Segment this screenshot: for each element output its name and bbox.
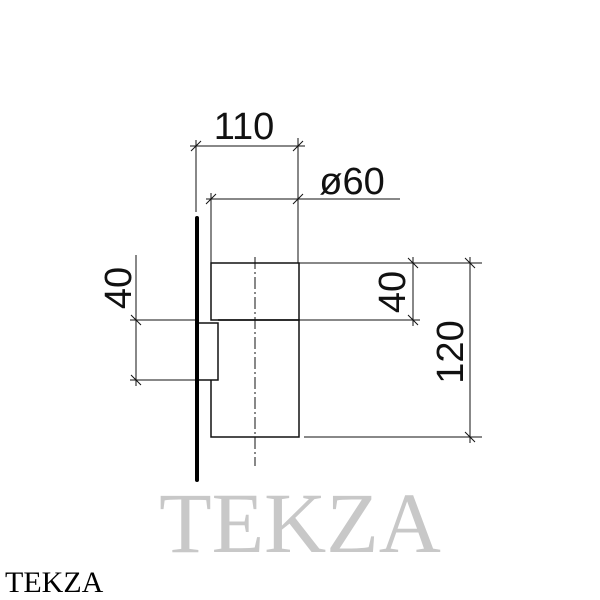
- tick: [292, 140, 304, 152]
- tick: [464, 257, 476, 269]
- brand-logo: TEKZA: [5, 566, 104, 599]
- mounting-flange: [196, 322, 219, 381]
- tick: [130, 314, 142, 326]
- dim-label-40-right: 40: [372, 271, 414, 313]
- tick: [190, 140, 202, 152]
- handle-cap: [210, 262, 300, 321]
- dim-label-120: 120: [430, 320, 472, 383]
- tick: [407, 257, 419, 269]
- tick: [292, 193, 304, 205]
- handle-body: [210, 319, 300, 438]
- tick: [130, 374, 142, 386]
- dim-label-40-left: 40: [98, 267, 140, 309]
- watermark: TEKZA: [159, 475, 441, 571]
- tick: [205, 193, 217, 205]
- tick: [464, 431, 476, 443]
- dim-label-diameter: ø60: [319, 161, 384, 203]
- tick: [407, 314, 419, 326]
- dim-label-110: 110: [214, 106, 275, 148]
